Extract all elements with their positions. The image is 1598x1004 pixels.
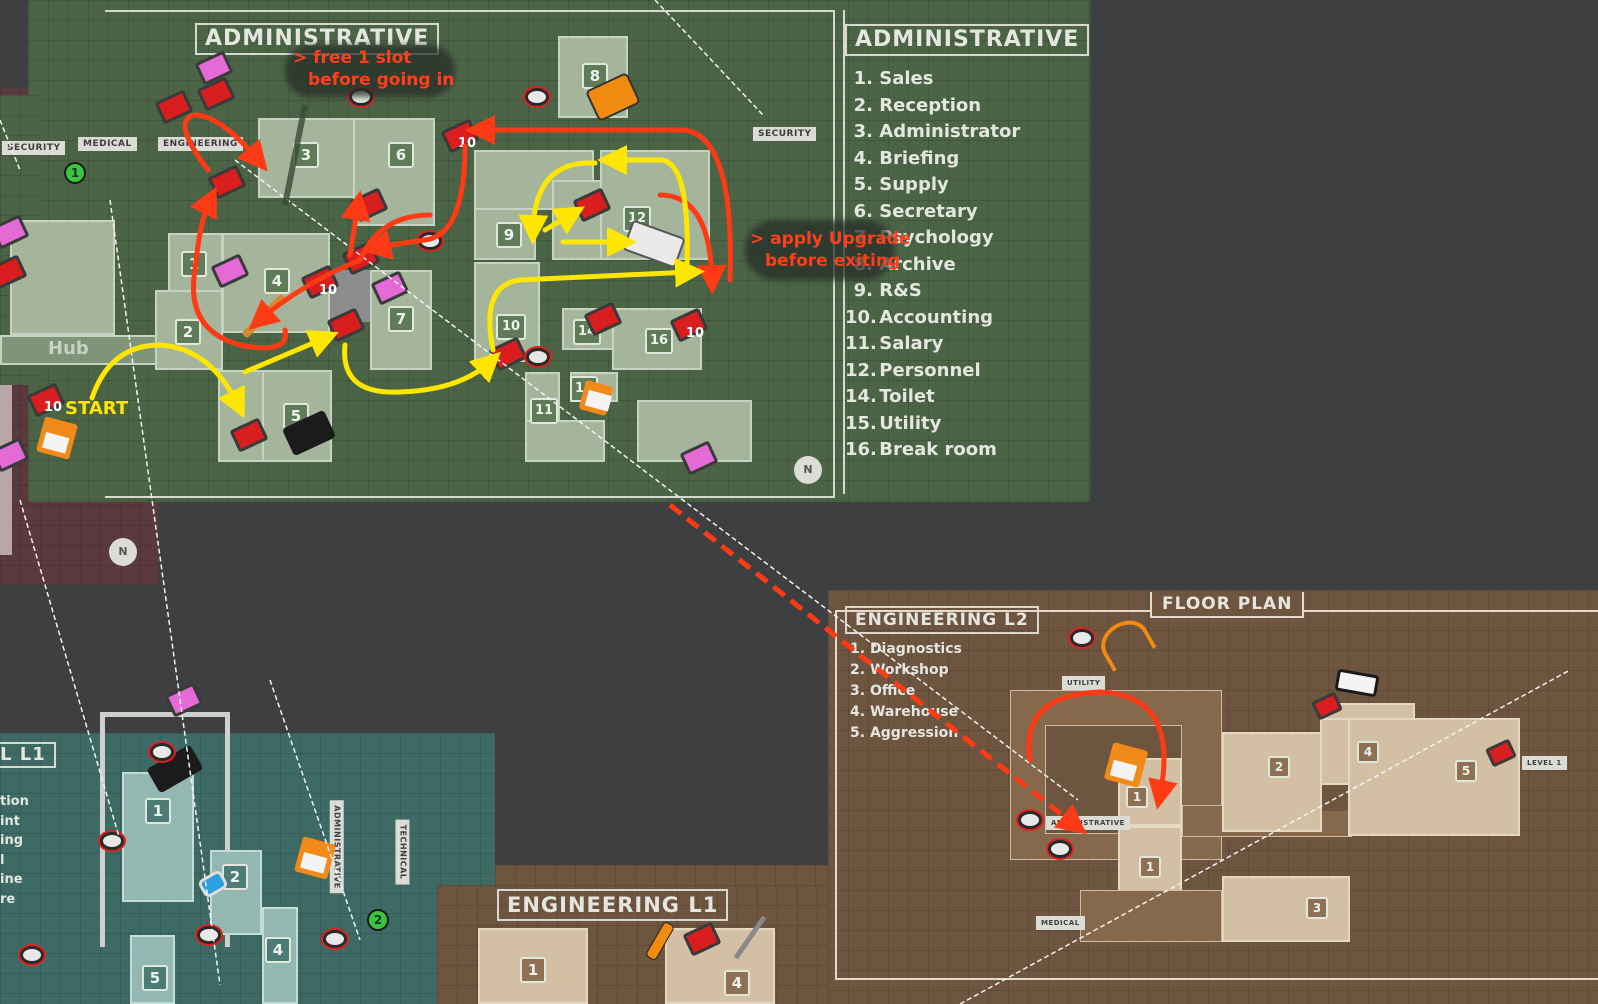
engineering-l1-title: ENGINEERING L1 — [497, 889, 729, 921]
note-free-slot: > free 1 slot before going in — [293, 47, 454, 91]
legend-item: 16. Break room — [845, 439, 997, 460]
ammo-count: 10 — [458, 136, 477, 151]
turret-icon[interactable] — [526, 348, 550, 366]
room-number: 3 — [1306, 897, 1328, 919]
turret-icon[interactable] — [1048, 840, 1072, 858]
turret-icon[interactable] — [525, 88, 549, 106]
room-number: 4 — [1357, 741, 1379, 763]
compass-medical: N — [109, 538, 137, 566]
tech-room-1 — [122, 772, 194, 902]
legend-item: 5. Aggression — [850, 725, 959, 741]
room-number: 1 — [181, 251, 207, 277]
ammo-count: 10 — [44, 400, 63, 415]
room-11-south — [525, 420, 605, 462]
legend-item: 14. Toilet — [845, 386, 935, 407]
sign-medical: MEDICAL — [1036, 916, 1085, 930]
legend-item: 1. Sales — [853, 68, 934, 89]
note-free-slot-bg — [285, 45, 455, 97]
eng-l2-room-2 — [1222, 732, 1322, 832]
engineering-l2-title: ENGINEERING L2 — [845, 606, 1039, 634]
room-number: 1 — [145, 798, 171, 824]
legend-item: ing — [0, 833, 24, 848]
elevator-1-icon[interactable]: 1 — [64, 162, 86, 184]
room-number: 9 — [496, 222, 522, 248]
legend-item: 5. Supply — [853, 174, 949, 195]
hub-label: Hub — [48, 338, 89, 359]
turret-icon[interactable] — [1070, 629, 1094, 647]
room-number: 3 — [293, 142, 319, 168]
legend-item: 4. Warehouse — [850, 704, 959, 720]
legend-item: 2. Reception — [853, 94, 982, 116]
note-line: before going in — [308, 70, 455, 90]
room-number: 7 — [388, 306, 414, 332]
legend-item: 2. Workshop — [850, 662, 949, 678]
turret-icon[interactable] — [323, 930, 347, 948]
legend-item: int — [0, 813, 20, 829]
legend-item: 4. Briefing — [853, 147, 960, 169]
turret-icon[interactable] — [197, 926, 221, 944]
legend-item: 1. Diagnostics — [850, 641, 962, 657]
note-line: > free 1 slot — [293, 48, 412, 68]
room-number: 5 — [142, 965, 168, 991]
turret-icon[interactable] — [20, 946, 44, 964]
technical-map-title: L L1 — [0, 742, 56, 768]
room-number: 4 — [264, 268, 290, 294]
room-number: 10 — [496, 314, 526, 340]
ammo-count: 10 — [686, 326, 705, 341]
room-number: 4 — [265, 937, 291, 963]
legend-item: 15. Utility — [845, 412, 942, 434]
note-line: > apply Upgrade — [750, 229, 911, 249]
turret-icon[interactable] — [100, 832, 124, 850]
legend-item: 3. Administrator — [853, 121, 1021, 142]
floor-plan-header — [1150, 592, 1304, 618]
note-line: before exiting — [765, 251, 901, 271]
engineering-l1-map-top — [495, 865, 830, 887]
sign-medical: MEDICAL — [78, 137, 137, 151]
turret-icon[interactable] — [418, 232, 442, 250]
sign-utility: UTILITY — [1062, 676, 1106, 690]
admin-legend-title: ADMINISTRATIVE — [845, 24, 1090, 56]
turret-icon[interactable] — [1018, 811, 1042, 829]
legend-item: 11. Salary — [845, 333, 944, 354]
room-number: 16 — [645, 328, 673, 354]
legend-item: ine — [0, 872, 23, 887]
turret-icon[interactable] — [150, 743, 174, 761]
eng-l2-corridor — [1080, 890, 1222, 942]
legend-item: 3. Office — [850, 683, 916, 699]
eng-l2-void — [1322, 785, 1348, 811]
sign-technical-vertical: TECHNICAL — [395, 819, 410, 885]
legend-item: 10. Accounting — [845, 306, 994, 328]
sign-engineering: ENGINEERING — [158, 137, 243, 151]
room-number: 1 — [1139, 856, 1161, 878]
room-number: 11 — [530, 398, 558, 424]
eng-l2-room-5 — [1348, 718, 1520, 836]
legend-item: 9. R&S — [853, 280, 922, 301]
legend-item: re — [0, 891, 16, 907]
engineering-l2-legend: 1. Diagnostics 2. Workshop 3. Office 4. … — [850, 639, 962, 744]
floor-plan-title: FLOOR PLAN — [1162, 594, 1293, 614]
room-hub-west — [10, 220, 115, 335]
sign-security-right: SECURITY — [753, 127, 817, 141]
sign-level1: LEVEL 1 — [1522, 756, 1567, 770]
room-number: 1 — [1126, 786, 1148, 808]
note-upgrade: > apply Upgrade before exiting — [750, 228, 911, 272]
sign-security-left: SECURITY — [2, 141, 66, 155]
compass-admin: N — [794, 456, 822, 484]
room-number: 2 — [1268, 756, 1290, 778]
start-label: START — [65, 398, 129, 419]
eng-l2-room-3 — [1222, 876, 1350, 942]
room-number: 4 — [724, 970, 750, 996]
room-number: 5 — [1455, 760, 1477, 782]
room-number: 1 — [520, 957, 546, 983]
elevator-2-icon[interactable]: 2 — [367, 909, 389, 931]
room-number: 2 — [175, 319, 201, 345]
sign-administrative: ADMINISTRATIVE — [1046, 816, 1130, 830]
legend-item: tion — [0, 794, 29, 809]
ammo-count: 10 — [319, 283, 338, 298]
technical-legend: tion int ing l ine re — [0, 792, 29, 909]
legend-item: 12. Personnel — [845, 359, 981, 381]
legend-item: l — [0, 852, 5, 868]
room-number: 6 — [388, 142, 414, 168]
